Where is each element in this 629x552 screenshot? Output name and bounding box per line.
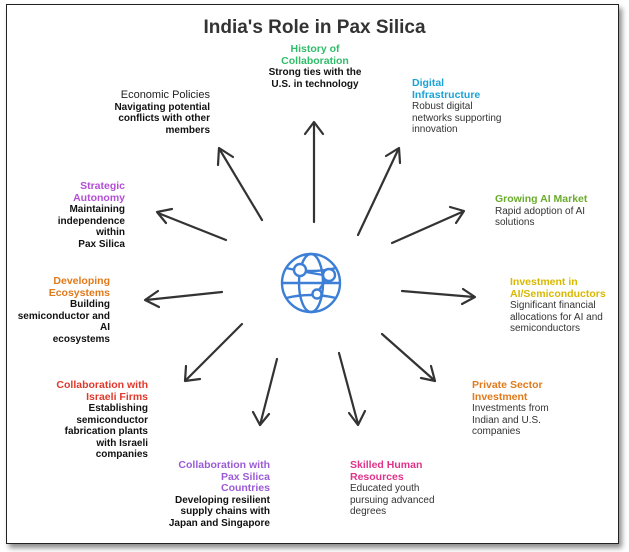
diagram-title: India's Role in Pax Silica [203,17,426,38]
node-digital-desc: Robust digital networks supporting innov… [412,101,502,135]
node-collab-israel: Collaboration with Israeli Firms Establi… [38,379,148,461]
node-investment-desc: Significant financial allocations for AI… [510,300,603,334]
arrow-autonomy [155,207,228,242]
node-economic-title: Economic Policies [120,89,210,101]
node-history: History of Collaboration Strong ties wit… [255,43,375,90]
node-ai-market-title: Growing AI Market [495,193,588,205]
node-ai-market: Growing AI Market Rapid adoption of AI s… [495,193,610,229]
arrow-economic [216,146,264,222]
node-economic: Economic Policies Navigating potential c… [100,89,210,136]
node-autonomy-desc: Maintaining independence within Pax Sili… [57,204,125,250]
node-investment: Investment in AI/Semiconductors Signific… [510,276,615,335]
arrow-collab-pax [251,357,279,427]
arrow-collab-israel [183,322,244,383]
node-collab-israel-desc: Establishing semiconductor fabrication p… [64,403,148,460]
node-skilled-title: Skilled Human Resources [350,459,423,483]
node-private-desc: Investments from Indian and U.S. compani… [472,403,549,437]
node-digital-title: Digital Infrastructure [412,77,481,101]
globe-network-icon [280,252,342,314]
arrow-skilled [337,351,367,427]
arrow-ai-market [390,205,466,245]
node-collab-pax-desc: Developing resilient supply chains with … [168,494,270,529]
arrow-history [303,120,325,224]
node-collab-israel-title: Collaboration with Israeli Firms [56,379,148,403]
node-ecosystems-title: Developing Ecosystems [48,275,110,299]
node-digital: Digital Infrastructure Robust digital ne… [412,77,522,136]
arrow-investment [400,287,477,306]
node-skilled-desc: Educated youth pursuing advanced degrees [350,483,435,517]
node-private: Private Sector Investment Investments fr… [472,379,582,438]
node-collab-pax-title: Collaboration with Pax Silica Countries [178,459,270,494]
arrow-digital [356,146,402,237]
node-ai-market-desc: Rapid adoption of AI solutions [495,205,586,229]
node-collab-pax: Collaboration with Pax Silica Countries … [160,459,270,529]
node-skilled: Skilled Human Resources Educated youth p… [350,459,460,518]
arrow-private [380,332,437,383]
node-ecosystems-desc: Building semiconductor and AI ecosystems [17,299,110,345]
node-ecosystems: Developing Ecosystems Building semicondu… [10,275,110,345]
node-private-title: Private Sector Investment [472,379,543,403]
node-autonomy-title: Strategic Autonomy [73,180,125,204]
node-economic-desc: Navigating potential conflicts with othe… [114,101,210,136]
node-investment-title: Investment in AI/Semiconductors [510,276,606,300]
node-autonomy: Strategic Autonomy Maintaining independe… [30,180,125,250]
arrow-ecosystems [143,289,224,309]
node-history-desc: Strong ties with the U.S. in technology [268,67,362,90]
node-history-title: History of Collaboration [281,43,349,67]
